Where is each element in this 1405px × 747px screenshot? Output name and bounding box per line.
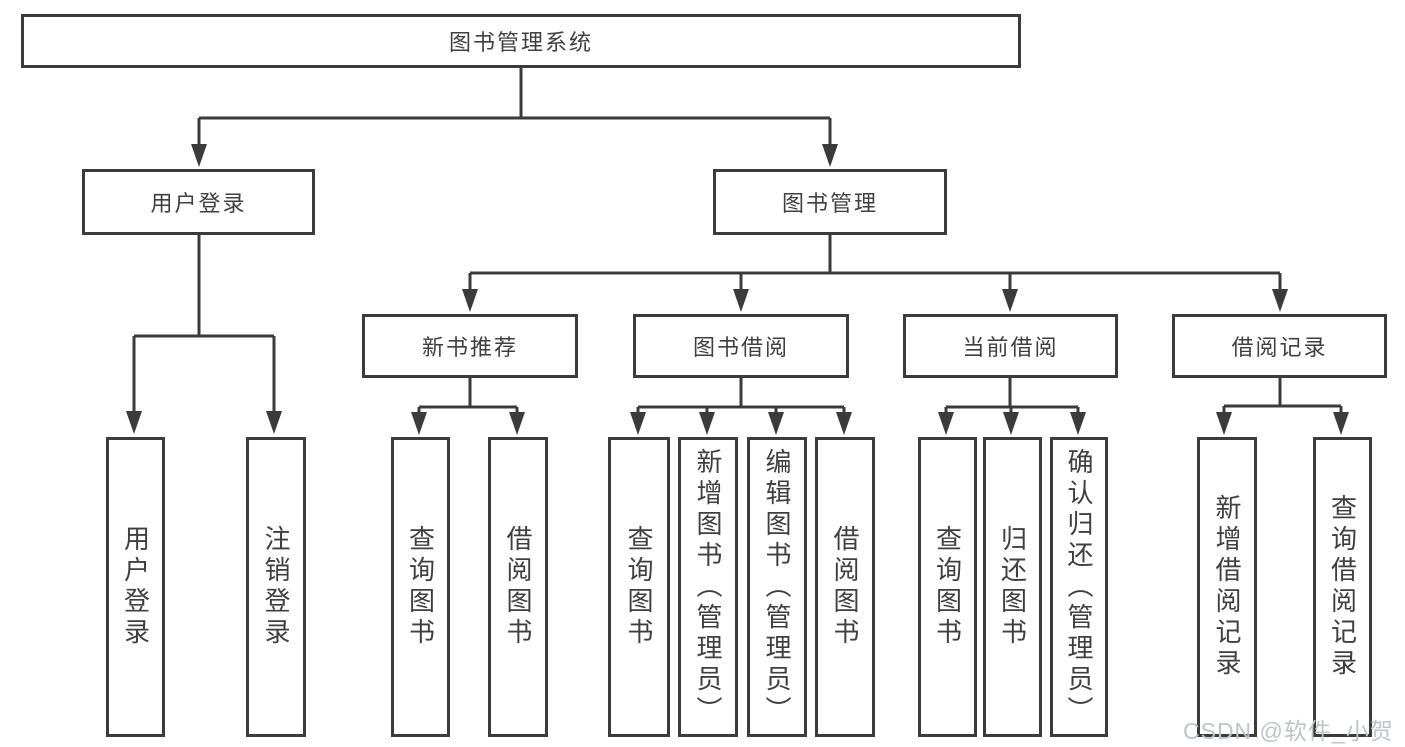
leaf-confirm-return-admin-label: 确认归还（管理员） — [1064, 447, 1094, 727]
leaf-user-login: 用户登录 — [106, 437, 165, 737]
watermark: CSDN @软件_小贺同学 — [1183, 718, 1394, 744]
node-new-book-recommend: 新书推荐 — [362, 314, 578, 378]
leaf-borrow-books-recommend-label: 借阅图书 — [503, 525, 533, 649]
leaf-user-login-label: 用户登录 — [120, 525, 151, 649]
node-book-management-label: 图书管理 — [781, 191, 878, 216]
leaf-logout-label: 注销登录 — [261, 525, 291, 649]
leaf-add-book-admin-label: 新增图书（管理员） — [693, 447, 723, 727]
node-library-system: 图书管理系统 — [21, 14, 1021, 68]
node-book-borrowing: 图书借阅 — [633, 314, 849, 378]
leaf-query-books-recommend-label: 查询图书 — [405, 525, 436, 649]
leaf-query-borrow-record-label: 查询借阅记录 — [1327, 494, 1358, 680]
leaf-add-borrow-record-label: 新增借阅记录 — [1212, 494, 1242, 680]
node-book-management: 图书管理 — [713, 169, 947, 235]
leaf-return-book: 归还图书 — [983, 437, 1042, 737]
leaf-borrow-books-borrowing: 借阅图书 — [815, 437, 875, 737]
leaf-borrow-books-recommend: 借阅图书 — [488, 437, 548, 737]
node-user-login-module: 用户登录 — [82, 169, 315, 235]
node-current-borrowing-label: 当前借阅 — [962, 335, 1059, 360]
leaf-query-books-borrowing: 查询图书 — [608, 437, 670, 737]
leaf-logout: 注销登录 — [246, 437, 306, 737]
leaf-return-book-label: 归还图书 — [997, 525, 1028, 649]
node-library-system-label: 图书管理系统 — [448, 30, 593, 55]
leaf-query-borrow-record: 查询借阅记录 — [1313, 437, 1372, 737]
leaf-confirm-return-admin: 确认归还（管理员） — [1050, 437, 1108, 737]
leaf-edit-book-admin-label: 编辑图书（管理员） — [762, 447, 792, 727]
leaf-borrow-books-borrowing-label: 借阅图书 — [830, 525, 860, 649]
node-borrowing-records-label: 借阅记录 — [1231, 335, 1328, 360]
node-borrowing-records: 借阅记录 — [1172, 314, 1387, 378]
leaf-add-borrow-record: 新增借阅记录 — [1197, 437, 1257, 737]
node-current-borrowing: 当前借阅 — [903, 314, 1118, 378]
leaf-query-books-current-label: 查询图书 — [932, 525, 963, 649]
leaf-query-books-current: 查询图书 — [918, 437, 977, 737]
leaf-add-book-admin: 新增图书（管理员） — [678, 437, 738, 737]
leaf-query-books-borrowing-label: 查询图书 — [624, 525, 654, 649]
node-user-login-module-label: 用户登录 — [150, 191, 247, 216]
node-book-borrowing-label: 图书借阅 — [692, 335, 789, 360]
leaf-edit-book-admin: 编辑图书（管理员） — [747, 437, 807, 737]
node-new-book-recommend-label: 新书推荐 — [421, 335, 518, 360]
leaf-query-books-recommend: 查询图书 — [391, 437, 450, 737]
